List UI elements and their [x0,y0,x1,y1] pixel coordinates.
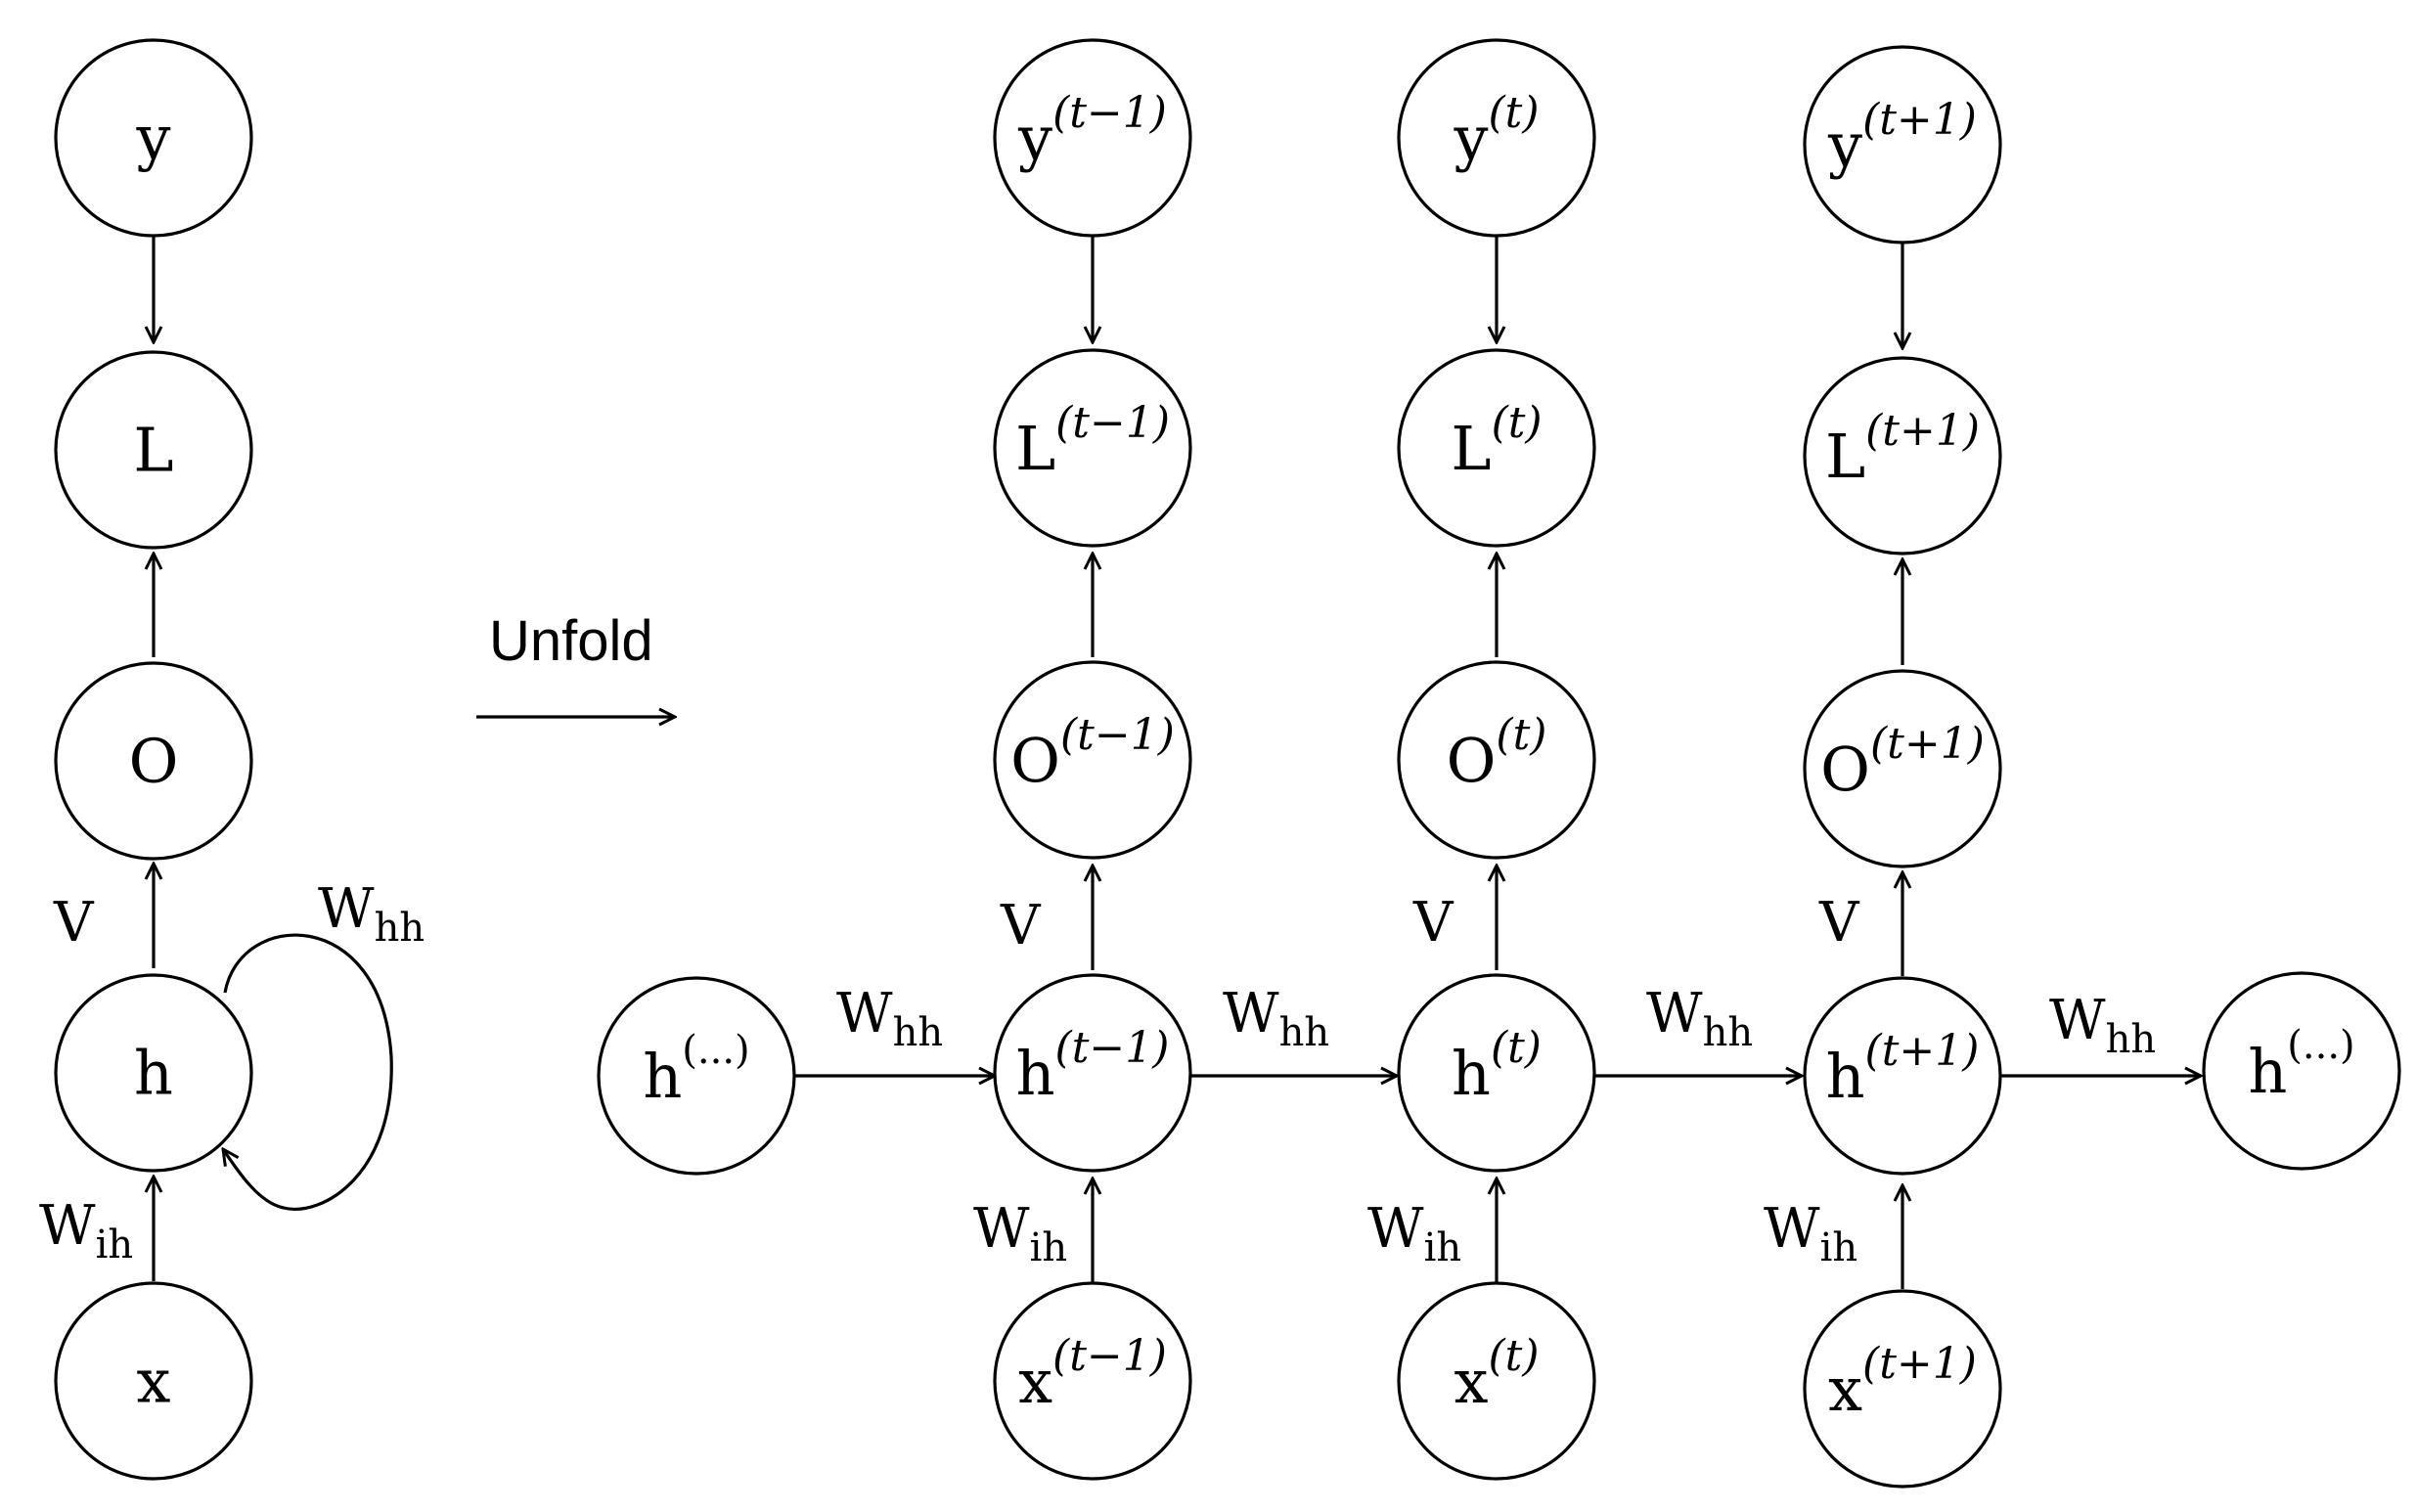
node-h-label: h [134,1038,173,1109]
node-y-label: y [135,103,170,174]
node-L-label: L [133,415,173,486]
unfold-label: Unfold [489,609,653,673]
svg-text:O(t−1): O(t−1) [1010,710,1175,796]
svg-text:h(t+1): h(t+1) [1826,1026,1980,1112]
svg-text:y(t+1): y(t+1) [1827,95,1977,181]
node-y-t-minus-1: y(t−1) [993,38,1192,238]
svg-text:h(t): h(t) [1452,1023,1542,1109]
node-L-t-plus-1: L(t+1) [1803,356,2002,556]
node-y-t: y(t) [1397,38,1596,238]
timestep-t-plus-1: y(t+1) L(t+1) O(t+1) h(t+1) x(t+1) V [1764,45,2002,1489]
node-O-t-plus-1: O(t+1) [1803,669,2002,868]
node-L-t-minus-1: L(t−1) [993,348,1192,548]
unfold-arrow: Unfold [476,609,675,717]
node-h-start: h(...) [597,976,796,1176]
edge-label-Whh: Whh [318,877,425,951]
svg-text:x(t+1): x(t+1) [1828,1339,1977,1425]
svg-text:x(t−1): x(t−1) [1018,1331,1167,1417]
svg-text:L(t+1): L(t+1) [1825,406,1980,492]
svg-text:x(t): x(t) [1454,1331,1540,1417]
node-h-t-plus-1: h(t+1) [1803,976,2002,1176]
node-L: L [54,350,253,550]
edge-label-V: V [53,891,95,955]
node-y-t-plus-1: y(t+1) [1803,45,2002,245]
node-O-label: O [129,726,179,797]
node-y: y [54,38,253,238]
unfolded-rnn: Whh Whh Whh Whh h(...) h(...) [597,38,2401,1489]
svg-text:h(t−1): h(t−1) [1016,1023,1170,1109]
svg-text:O(t+1): O(t+1) [1820,719,1985,805]
edge-label-Wih: Wih [39,1194,133,1267]
node-h-end-label: h(...) [2248,1023,2354,1107]
node-h: h [54,973,253,1173]
edge-label-Whh-3: Whh [1646,982,1753,1055]
edge-label-Whh-2: Whh [1223,982,1329,1055]
node-h-end: h(...) [2202,971,2401,1171]
node-x-t-plus-1: x(t+1) [1803,1289,2002,1489]
edge-label-Whh-1: Whh [836,982,943,1055]
edge-label-Wih-t: Wih [1367,1197,1461,1270]
timestep-t: y(t) L(t) O(t) h(t) x(t) V Wih [1367,38,1596,1481]
node-O: O [54,661,253,861]
edge-label-V-t: V [1412,891,1454,955]
svg-text:L(t−1): L(t−1) [1015,398,1170,484]
edge-recurrent-loop [223,933,393,1211]
svg-text:L(t): L(t) [1451,398,1542,484]
edge-label-Whh-4: Whh [2049,989,2156,1062]
node-O-t-minus-1: O(t−1) [993,660,1192,860]
edge-label-Wih-t-minus-1: Wih [973,1197,1067,1270]
node-x-t: x(t) [1397,1281,1596,1481]
edge-label-V-t-minus-1: V [1000,894,1042,957]
edge-label-Wih-t-plus-1: Wih [1764,1197,1857,1270]
node-x-label: x [137,1346,171,1417]
edge-label-V-t-plus-1: V [1818,891,1860,955]
node-h-t-minus-1: h(t−1) [993,973,1192,1173]
node-L-t: L(t) [1397,348,1596,548]
node-x: x [54,1281,253,1481]
node-x-t-minus-1: x(t−1) [993,1281,1192,1481]
node-h-t: h(t) [1397,973,1596,1173]
timestep-t-minus-1: y(t−1) L(t−1) O(t−1) h(t−1) x(t−1) V [973,38,1192,1481]
folded-rnn: y L O h x V Whh Wih [39,38,425,1481]
node-O-t: O(t) [1397,660,1596,860]
node-h-start-label: h(...) [643,1028,749,1112]
svg-text:y(t−1): y(t−1) [1017,88,1167,174]
svg-text:O(t): O(t) [1447,710,1547,796]
svg-text:y(t): y(t) [1453,88,1539,174]
